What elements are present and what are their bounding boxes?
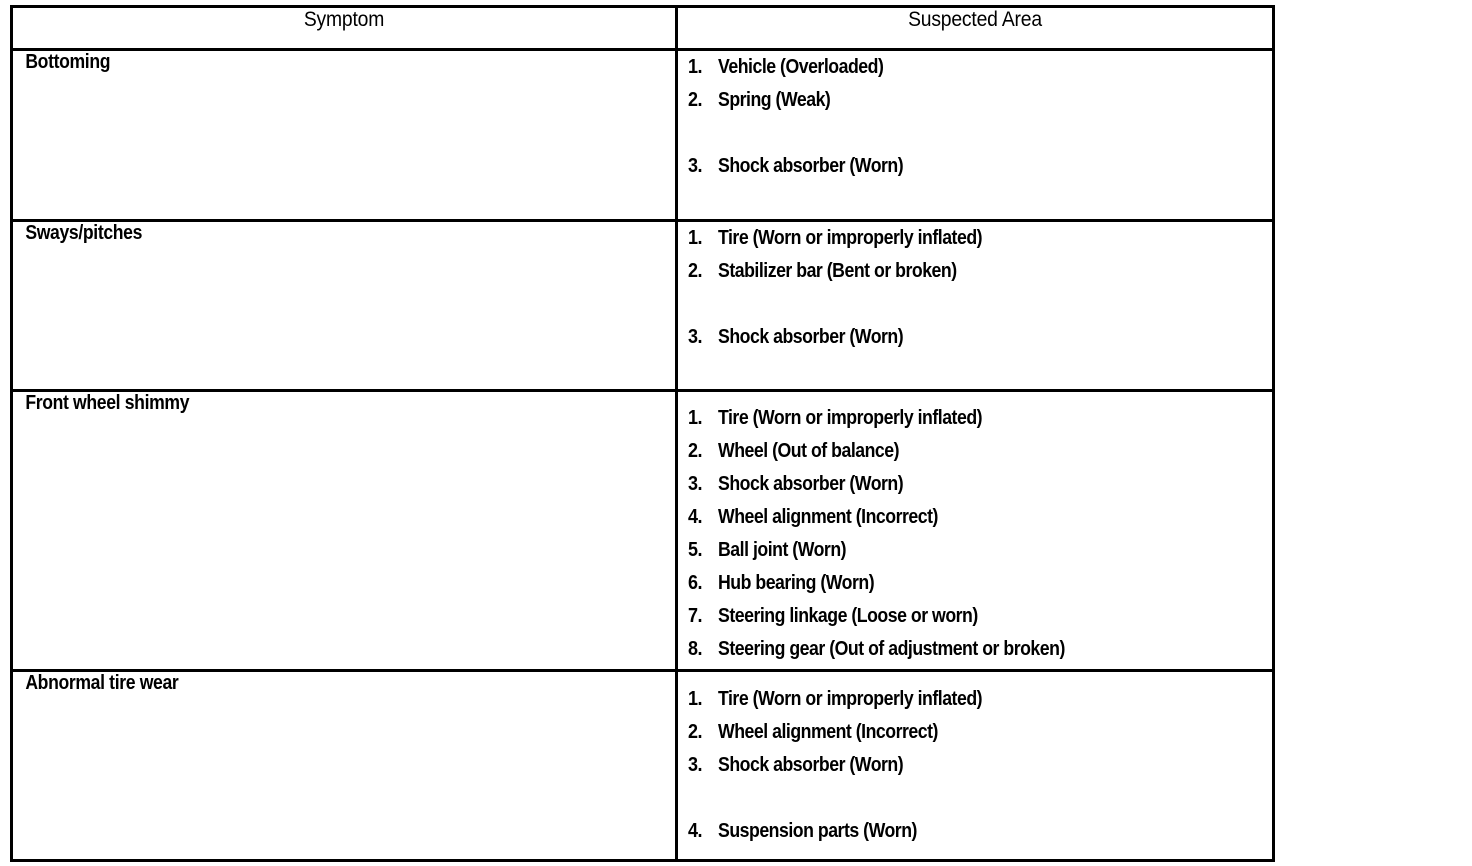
- suspected-area-item-text: Steering linkage (Loose or worn): [718, 605, 978, 627]
- suspected-area-item-text: Shock absorber (Worn): [718, 473, 904, 495]
- table-row: Front wheel shimmy 1. Tire (Worn or improp…: [10, 389, 1275, 672]
- suspected-area-item-number: 5.: [688, 539, 703, 561]
- suspected-area-item: 4. Wheel alignment (Incorrect): [678, 501, 1272, 534]
- suspected-area-item-number: 4.: [688, 506, 703, 528]
- suspected-area-item: 1. Tire (Worn or improperly inflated): [678, 402, 1272, 435]
- suspected-area-item-number: 1.: [688, 407, 703, 429]
- suspected-area-list: 1. Vehicle (Overloaded) 2. Spring (Weak) 3. S…: [678, 51, 1272, 183]
- suspected-area-item-number: 3.: [688, 326, 703, 348]
- suspected-area-item: 2. Wheel (Out of balance): [678, 435, 1272, 468]
- suspected-area-item-number: 7.: [688, 605, 703, 627]
- suspected-area-item: 1. Vehicle (Overloaded): [678, 51, 1272, 84]
- suspected-area-item-text: Shock absorber (Worn): [718, 326, 904, 348]
- symptom-cell: Abnormal tire wear: [10, 669, 678, 862]
- suspected-area-item: 2. Wheel alignment (Incorrect): [678, 716, 1272, 749]
- symptom-cell: Bottoming: [10, 48, 678, 222]
- suspected-area-item-text: Suspension parts (Worn): [718, 820, 917, 842]
- symptom-cell: Sways/pitches: [10, 219, 678, 392]
- suspected-area-item-text: Ball joint (Worn): [718, 539, 847, 561]
- suspected-area-item: 2. Stabilizer bar (Bent or broken): [678, 255, 1272, 288]
- suspected-area-item-text: Spring (Weak): [718, 89, 831, 111]
- suspected-area-cell: 1. Tire (Worn or improperly inflated) 2. Wh…: [675, 669, 1275, 862]
- suspected-area-item-text: Steering gear (Out of adjustment or brok…: [718, 638, 1065, 660]
- suspected-area-item-text: Tire (Worn or improperly inflated): [718, 688, 983, 710]
- symptom-label: Abnormal tire wear: [25, 672, 179, 694]
- suspected-area-item: 3. Shock absorber (Worn): [678, 150, 1272, 183]
- symptom-cell: Front wheel shimmy: [10, 389, 678, 672]
- column-header-symptom-label: Symptom: [303, 8, 385, 31]
- suspected-area-item-number: 2.: [688, 440, 703, 462]
- suspected-area-item-text: Hub bearing (Worn): [718, 572, 875, 594]
- suspected-area-item: 8. Steering gear (Out of adjustment or br…: [678, 633, 1272, 666]
- suspected-area-item-number: 1.: [688, 227, 703, 249]
- suspected-area-item-text: Wheel (Out of balance): [718, 440, 900, 462]
- suspected-area-item-text: Wheel alignment (Incorrect): [718, 506, 938, 528]
- table-body: Bottoming 1. Vehicle (Overloaded) 2. Spring …: [10, 48, 1275, 862]
- suspected-area-cell: 1. Tire (Worn or improperly inflated) 2. Wh…: [675, 389, 1275, 672]
- suspected-area-item: 1. Tire (Worn or improperly inflated): [678, 222, 1272, 255]
- suspected-area-item-number: 3.: [688, 754, 703, 776]
- suspected-area-item-number: 1.: [688, 56, 703, 78]
- column-header-suspected-area-label: Suspected Area: [908, 8, 1042, 31]
- suspected-area-item-text: Shock absorber (Worn): [718, 754, 904, 776]
- suspected-area-item-number: 2.: [688, 721, 703, 743]
- table-row: Bottoming 1. Vehicle (Overloaded) 2. Spring …: [10, 48, 1275, 222]
- suspected-area-item: 4. Suspension parts (Worn): [678, 815, 1272, 848]
- symptom-label: Front wheel shimmy: [25, 392, 190, 414]
- suspected-area-item-number: 3.: [688, 155, 703, 177]
- suspected-area-item-number: 1.: [688, 688, 703, 710]
- suspected-area-item-text: Shock absorber (Worn): [718, 155, 904, 177]
- suspected-area-item-number: 6.: [688, 572, 703, 594]
- suspected-area-list: 1. Tire (Worn or improperly inflated) 2. Wh…: [678, 402, 1272, 666]
- suspected-area-item-text: Wheel alignment (Incorrect): [718, 721, 938, 743]
- suspected-area-item: 2. Spring (Weak): [678, 84, 1272, 117]
- suspected-area-item-text: Vehicle (Overloaded): [718, 56, 884, 78]
- table-header: Symptom Suspected Area: [10, 5, 1275, 51]
- symptom-label: Bottoming: [25, 51, 111, 73]
- suspected-area-item-number: 3.: [688, 473, 703, 495]
- suspected-area-item: 5. Ball joint (Worn): [678, 534, 1272, 567]
- suspected-area-item: 7. Steering linkage (Loose or worn): [678, 600, 1272, 633]
- suspected-area-item-text: Tire (Worn or improperly inflated): [718, 227, 983, 249]
- suspected-area-item: 1. Tire (Worn or improperly inflated): [678, 683, 1272, 716]
- table-row: Sways/pitches 1. Tire (Worn or improperly …: [10, 219, 1275, 392]
- suspected-area-list: 1. Tire (Worn or improperly inflated) 2. Wh…: [678, 683, 1272, 848]
- table-row: Abnormal tire wear 1. Tire (Worn or improp…: [10, 669, 1275, 862]
- suspected-area-item: 3. Shock absorber (Worn): [678, 749, 1272, 782]
- suspected-area-item-text: Stabilizer bar (Bent or broken): [718, 260, 957, 282]
- suspected-area-cell: 1. Vehicle (Overloaded) 2. Spring (Weak) 3. S…: [675, 48, 1275, 222]
- column-header-symptom: Symptom: [10, 5, 678, 51]
- suspected-area-item-number: 2.: [688, 89, 703, 111]
- column-header-suspected-area: Suspected Area: [675, 5, 1275, 51]
- suspected-area-item-number: 8.: [688, 638, 703, 660]
- suspected-area-item-text: Tire (Worn or improperly inflated): [718, 407, 983, 429]
- suspected-area-list: 1. Tire (Worn or improperly inflated) 2. St…: [678, 222, 1272, 354]
- table-header-row: Symptom Suspected Area: [10, 5, 1275, 51]
- suspected-area-item-number: 4.: [688, 820, 703, 842]
- suspected-area-cell: 1. Tire (Worn or improperly inflated) 2. St…: [675, 219, 1275, 392]
- symptom-label: Sways/pitches: [25, 222, 143, 244]
- suspected-area-item-number: 2.: [688, 260, 703, 282]
- troubleshooting-table: Symptom Suspected Area Bottoming 1. Vehicl…: [10, 5, 1275, 862]
- suspected-area-item: 3. Shock absorber (Worn): [678, 321, 1272, 354]
- suspected-area-item: 6. Hub bearing (Worn): [678, 567, 1272, 600]
- suspected-area-item: 3. Shock absorber (Worn): [678, 468, 1272, 501]
